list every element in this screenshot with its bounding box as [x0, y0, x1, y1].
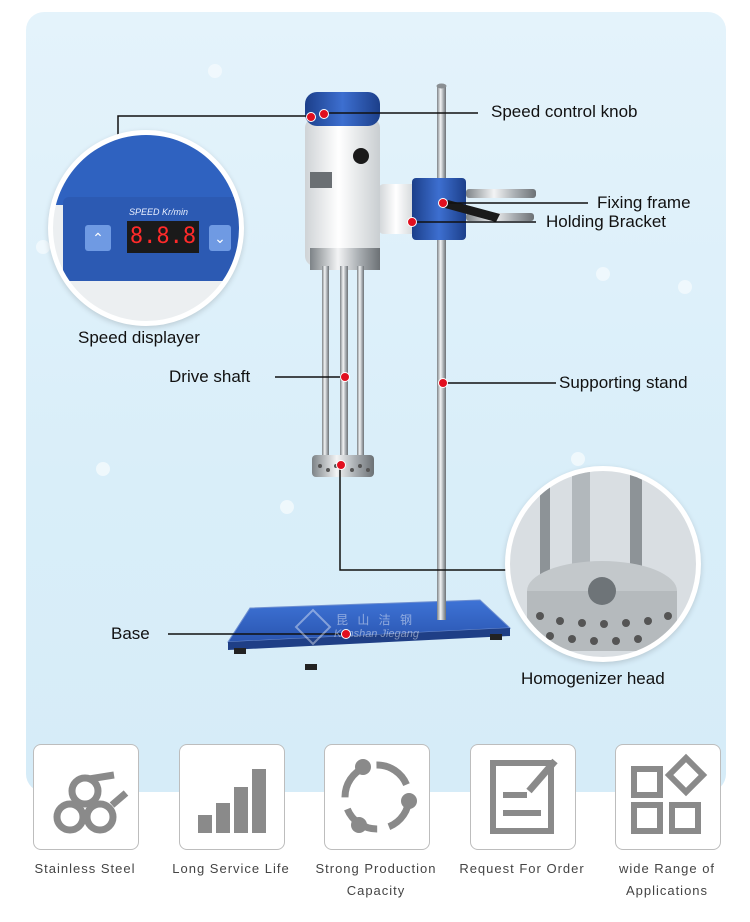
speed-display-zoom: SPEED Kr/min ⌃ 8.8.8 ⌄ [48, 130, 244, 326]
display-caption: SPEED Kr/min [129, 207, 189, 217]
decor-dot [96, 462, 110, 476]
callout-lines [117, 112, 588, 635]
feature-card-service-life [179, 744, 285, 850]
feature-label: Strong Production Capacity [315, 861, 437, 898]
stainless-steel-icon [53, 771, 129, 834]
feature-card-order [470, 744, 576, 850]
stand-rod [437, 85, 446, 620]
digits: 8.8.8 [127, 221, 199, 253]
watermark-en: Kunshan Jiegang [334, 628, 420, 640]
marker-head [336, 460, 346, 470]
up-arrow-icon: ⌄ [209, 225, 231, 251]
decor-dot [36, 240, 50, 254]
marker-base [341, 629, 351, 639]
marker-fixing-frame [438, 198, 448, 208]
display-housing [53, 135, 239, 205]
marker-display [306, 112, 316, 122]
feature-card-production [324, 744, 430, 850]
marker-drive-shaft [340, 372, 350, 382]
decor-dot [571, 452, 585, 466]
watermark-cn: 昆 山 洁 钢 [336, 613, 416, 627]
marker-speed-knob [319, 109, 329, 119]
decor-dot [208, 64, 222, 78]
marker-stand [438, 378, 448, 388]
label-homogenizer-head: Homogenizer head [521, 669, 665, 688]
feature-label: Request For Order [459, 861, 585, 876]
feature-label: Stainless Steel [34, 861, 136, 876]
feature-card-stainless-steel [33, 744, 139, 850]
label-speed-control-knob: Speed control knob [491, 102, 638, 121]
cycle-icon [341, 759, 417, 833]
feature-label: wide Range of Applications [618, 861, 716, 898]
display-panel: SPEED Kr/min ⌃ 8.8.8 ⌄ [63, 197, 239, 281]
label-drive-shaft: Drive shaft [169, 367, 251, 386]
bar-chart-icon [198, 769, 266, 833]
label-speed-displayer: Speed displayer [78, 328, 200, 347]
decor-dot [280, 500, 294, 514]
label-base: Base [111, 624, 150, 643]
marker-holding-bracket [407, 217, 417, 227]
label-holding-bracket: Holding Bracket [546, 212, 667, 231]
motor-body [305, 92, 380, 270]
label-fixing-frame: Fixing frame [597, 193, 691, 212]
head-closeup [527, 471, 677, 651]
holding-bracket [378, 178, 536, 240]
decor-dot [678, 280, 692, 294]
order-form-icon [490, 758, 558, 834]
drive-shafts [322, 266, 364, 456]
down-arrow-icon: ⌃ [85, 225, 111, 251]
applications-grid-icon [631, 753, 708, 834]
decor-dot [596, 267, 610, 281]
homogenizer-head-zoom [505, 466, 701, 662]
label-supporting-stand: Supporting stand [559, 373, 688, 392]
feature-label: Long Service Life [172, 861, 290, 876]
feature-card-applications [615, 744, 721, 850]
